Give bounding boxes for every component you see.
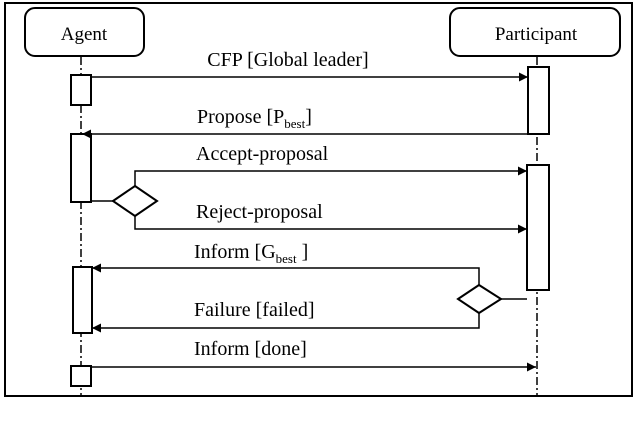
reject-label: Reject-proposal [196,201,323,223]
inform-done-label: Inform [done] [194,338,307,360]
agent-activation-1 [70,74,92,106]
agent-activation-4 [70,365,92,387]
participant-label: Participant [495,24,578,45]
participant-header: Participant [449,7,621,57]
inform-best-arrow [92,263,480,285]
outer-frame [4,2,633,397]
agent-decision-diamond [111,184,159,218]
participant-activation-2 [526,164,550,291]
propose-close: ] [305,106,312,128]
cfp-label: CFP [Global leader] [207,49,368,71]
agent-label: Agent [61,24,108,45]
propose-subscript: best [284,116,305,131]
inform-best-label: Inform [Gbest ] [194,241,308,266]
inform-best-text: Inform [G [194,241,276,263]
agent-header: Agent [24,7,145,57]
failure-arrow [92,313,480,333]
agent-activation-3 [72,266,93,334]
participant-activation-1 [527,66,550,135]
accept-label: Accept-proposal [196,143,329,165]
propose-label: Propose [Pbest] [197,106,312,131]
inform-best-subscript: best [276,251,297,266]
agent-activation-2 [70,133,92,203]
failure-label: Failure [failed] [194,299,315,321]
participant-decision-diamond [456,283,503,315]
propose-text: Propose [P [197,106,284,128]
reject-arrow [134,216,527,234]
inform-best-close: ] [297,241,309,263]
accept-arrow [134,166,527,186]
